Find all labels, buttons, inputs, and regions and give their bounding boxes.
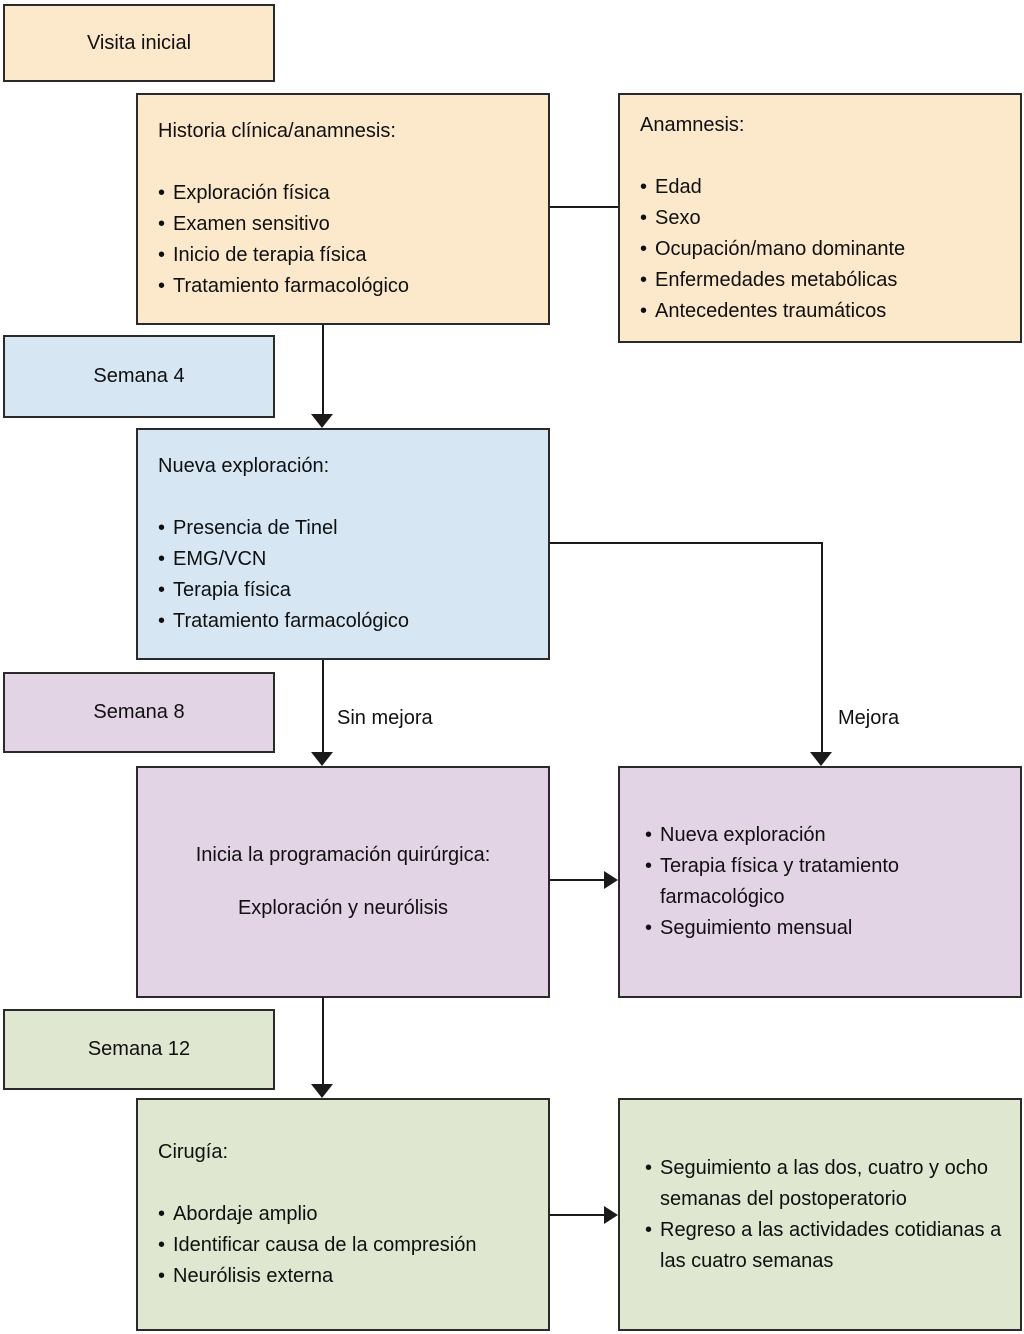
node-historia-clinica: Historia clínica/anamnesis: Exploración … xyxy=(136,93,550,325)
connector-quirurgica-mejora xyxy=(550,879,605,881)
connector-cirugia-postop xyxy=(550,1214,605,1216)
node-postoperatorio: Seguimiento a las dos, cuatro y ocho sem… xyxy=(618,1098,1022,1331)
node-cirugia-list: Abordaje amplio Identificar causa de la … xyxy=(158,1199,536,1292)
list-item: Exploración física xyxy=(158,178,536,209)
node-nueva-list: Presencia de Tinel EMG/VCN Terapia físic… xyxy=(158,513,536,637)
node-historia-title: Historia clínica/anamnesis: xyxy=(158,120,396,142)
connector-historia-anamnesis xyxy=(550,206,618,208)
list-item: Identificar causa de la compresión xyxy=(158,1230,536,1261)
node-semana-4: Semana 4 xyxy=(3,335,275,418)
node-nueva-exploracion: Nueva exploración: Presencia de Tinel EM… xyxy=(136,428,550,660)
connector-nueva-quirurgica xyxy=(322,660,324,753)
list-item: Inicio de terapia física xyxy=(158,240,536,271)
connector-nueva-mejora-horizontal xyxy=(550,542,822,544)
list-item: Sexo xyxy=(640,203,1008,234)
node-semana-12-label: Semana 12 xyxy=(87,1038,191,1060)
node-nueva-title: Nueva exploración: xyxy=(158,455,330,477)
node-semana-12: Semana 12 xyxy=(3,1009,275,1090)
edge-label-mejora: Mejora xyxy=(838,707,900,729)
node-historia-list: Exploración física Examen sensitivo Inic… xyxy=(158,178,536,302)
node-quirurgica-line1: Inicia la programación quirúrgica: xyxy=(195,844,491,866)
node-postop-list: Seguimiento a las dos, cuatro y ocho sem… xyxy=(645,1153,1008,1277)
node-cirugia: Cirugía: Abordaje amplio Identificar cau… xyxy=(136,1098,550,1331)
node-anamnesis-title: Anamnesis: xyxy=(640,113,745,136)
node-anamnesis-list: Edad Sexo Ocupación/mano dominante Enfer… xyxy=(640,172,1008,327)
arrowhead-down-icon xyxy=(311,1084,333,1098)
node-semana-8-label: Semana 8 xyxy=(93,701,185,723)
node-anamnesis: Anamnesis: Edad Sexo Ocupación/mano domi… xyxy=(618,93,1022,343)
list-item: Neurólisis externa xyxy=(158,1261,536,1292)
node-quirurgica-line2: Exploración y neurólisis xyxy=(237,897,449,919)
list-item: Ocupación/mano dominante xyxy=(640,234,1008,265)
list-item: Terapia física y tratamiento farmacológi… xyxy=(645,851,1008,913)
list-item: EMG/VCN xyxy=(158,544,536,575)
node-semana-4-label: Semana 4 xyxy=(93,365,185,387)
node-visita-inicial: Visita inicial xyxy=(3,4,275,82)
list-item: Enfermedades metabólicas xyxy=(640,265,1008,296)
list-item: Edad xyxy=(640,172,1008,203)
list-item: Presencia de Tinel xyxy=(158,513,536,544)
node-cirugia-title: Cirugía: xyxy=(158,1141,229,1163)
arrowhead-down-icon xyxy=(311,414,333,428)
node-semana-8: Semana 8 xyxy=(3,672,275,753)
node-programacion-quirurgica: Inicia la programación quirúrgica: Explo… xyxy=(136,766,550,998)
edge-label-sin-mejora: Sin mejora xyxy=(337,707,433,729)
arrowhead-right-icon xyxy=(604,1206,618,1224)
node-visita-inicial-label: Visita inicial xyxy=(86,31,192,54)
connector-historia-nueva xyxy=(322,325,324,415)
list-item: Regreso a las actividades cotidianas a l… xyxy=(645,1215,1008,1277)
node-mejora-list: Nueva exploración Terapia física y trata… xyxy=(645,820,1008,944)
arrowhead-right-icon xyxy=(604,871,618,889)
list-item: Tratamiento farmacológico xyxy=(158,271,536,302)
list-item: Seguimiento a las dos, cuatro y ocho sem… xyxy=(645,1153,1008,1215)
arrowhead-down-icon xyxy=(311,752,333,766)
list-item: Antecedentes traumáticos xyxy=(640,296,1008,327)
list-item: Examen sensitivo xyxy=(158,209,536,240)
arrowhead-down-icon xyxy=(810,752,832,766)
list-item: Seguimiento mensual xyxy=(645,913,1008,944)
list-item: Terapia física xyxy=(158,575,536,606)
list-item: Abordaje amplio xyxy=(158,1199,536,1230)
list-item: Nueva exploración xyxy=(645,820,1008,851)
connector-nueva-mejora-vertical xyxy=(821,542,823,753)
list-item: Tratamiento farmacológico xyxy=(158,606,536,637)
node-mejora-seguimiento: Nueva exploración Terapia física y trata… xyxy=(618,766,1022,998)
connector-quirurgica-cirugia xyxy=(322,998,324,1085)
